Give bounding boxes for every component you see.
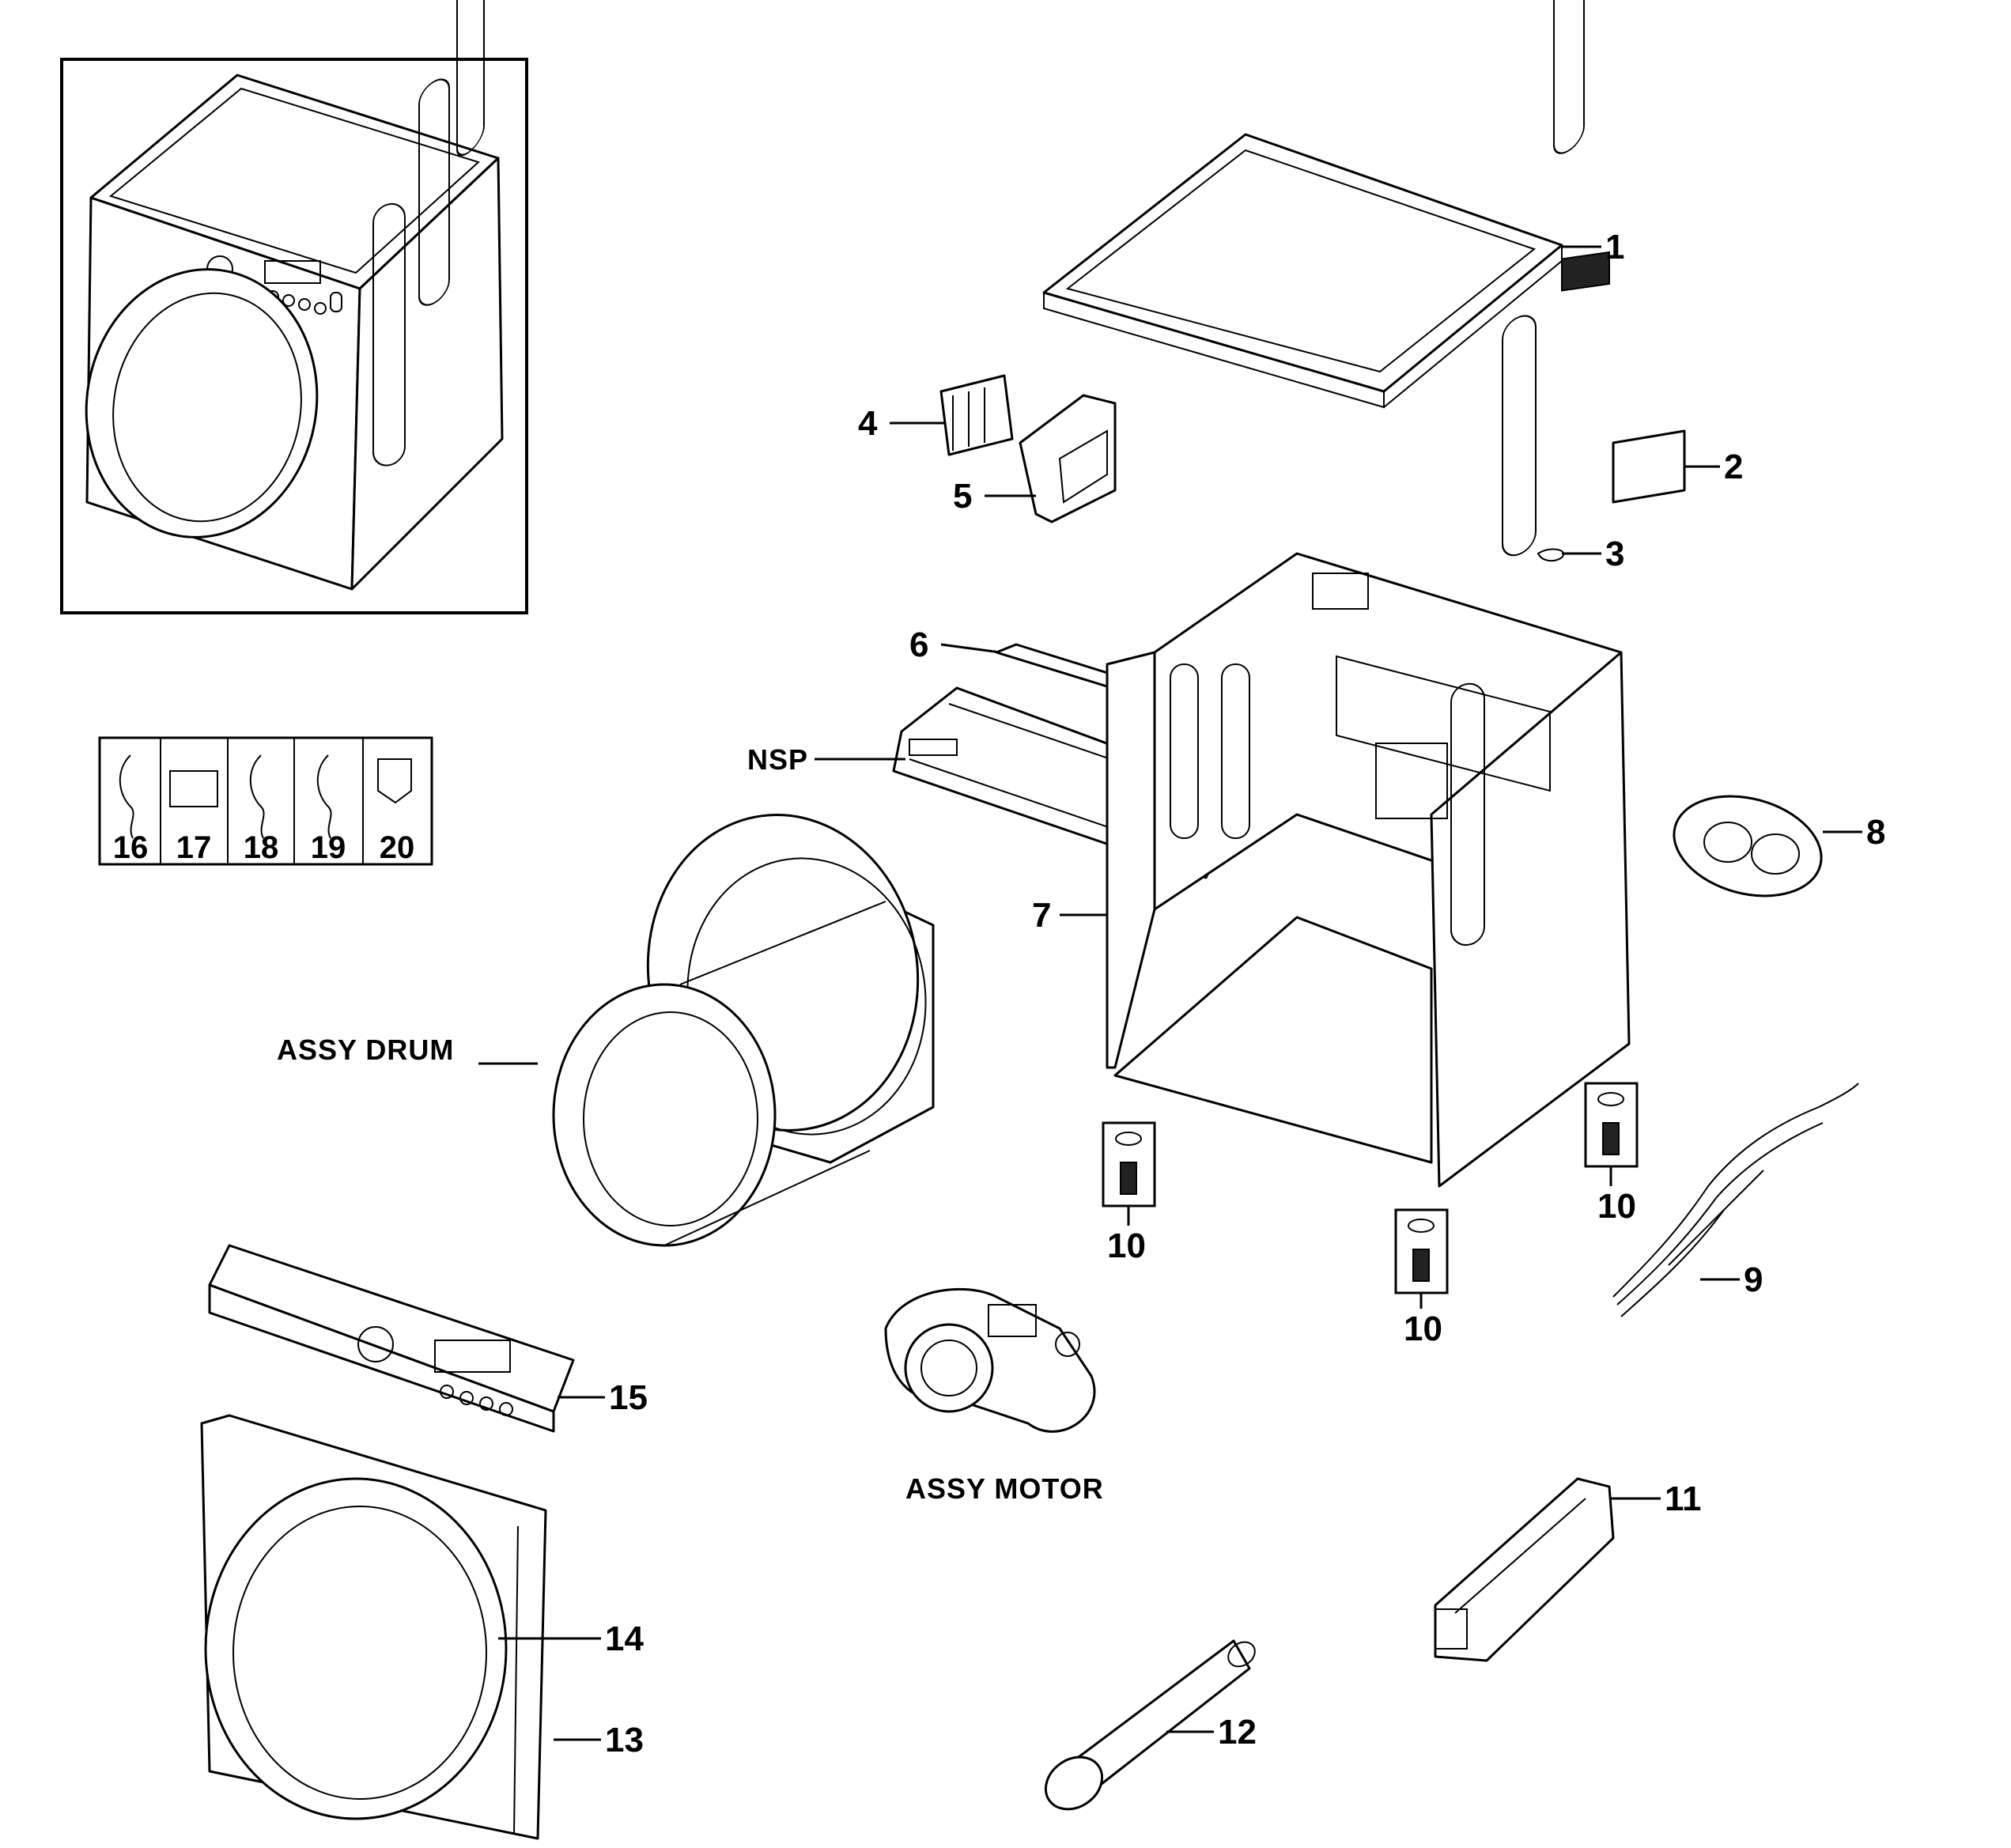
callout-15: 15	[609, 1378, 648, 1417]
callout-nsp: NSP	[747, 743, 808, 776]
leg-part-c	[1584, 1082, 1639, 1168]
assembled-dryer-inset	[60, 0, 528, 614]
callout-assy-drum: ASSY DRUM	[277, 1034, 454, 1066]
kit-label-20: 20	[380, 830, 415, 865]
leader-lines	[478, 245, 1862, 1741]
heater-part	[1434, 1477, 1615, 1662]
callout-1: 1	[1605, 228, 1624, 266]
callout-11: 11	[1665, 1480, 1702, 1518]
cabinet-part	[1106, 0, 1631, 1188]
clamp-16-icon	[119, 754, 134, 839]
duct-part	[1673, 795, 1823, 898]
control-panel-part	[208, 1244, 575, 1433]
hardware-kit-strip: 16 17 18 19 20	[98, 736, 433, 866]
wire-harness-part	[1612, 1083, 1859, 1317]
callout-12: 12	[1218, 1713, 1257, 1752]
leg-part-b	[1394, 1208, 1449, 1294]
clip-20-icon	[377, 758, 412, 804]
callout-10-a: 10	[1107, 1226, 1146, 1265]
callout-10-b: 10	[1597, 1187, 1636, 1226]
kit-label-19: 19	[311, 830, 346, 865]
top-cover-part	[1042, 133, 1563, 409]
bracket-plate-part	[1537, 251, 1686, 562]
callout-labels: 1 2 3 4 5 6 NSP 7 8 ASSY DRUM 10 10 10 9…	[277, 228, 1885, 1759]
kit-label-16: 16	[113, 830, 149, 865]
callout-6: 6	[909, 625, 928, 664]
filter-part	[939, 374, 1014, 456]
motor-assembly-part	[884, 1287, 1096, 1433]
callout-7: 7	[1032, 896, 1051, 935]
callout-14: 14	[605, 1619, 644, 1658]
callout-5: 5	[953, 477, 972, 516]
drum-assembly-part	[552, 814, 935, 1247]
callout-13: 13	[605, 1721, 644, 1759]
callout-10-c: 10	[1404, 1309, 1442, 1348]
callout-4: 4	[858, 404, 878, 443]
leg-part-a	[1102, 1121, 1156, 1207]
clamp-18-icon	[249, 754, 265, 839]
kit-label-18: 18	[244, 830, 279, 865]
callout-assy-motor: ASSY MOTOR	[905, 1472, 1104, 1505]
callout-9: 9	[1744, 1260, 1763, 1299]
callout-3: 3	[1605, 535, 1624, 573]
callout-2: 2	[1724, 448, 1743, 486]
bracket-17-icon	[169, 770, 218, 807]
vent-tube-part	[1044, 1639, 1256, 1811]
clamp-19-icon	[316, 754, 332, 839]
filter-housing-part	[1019, 394, 1117, 523]
kit-label-17: 17	[176, 830, 212, 865]
front-panel-part	[200, 1414, 547, 1840]
callout-8: 8	[1866, 813, 1885, 852]
